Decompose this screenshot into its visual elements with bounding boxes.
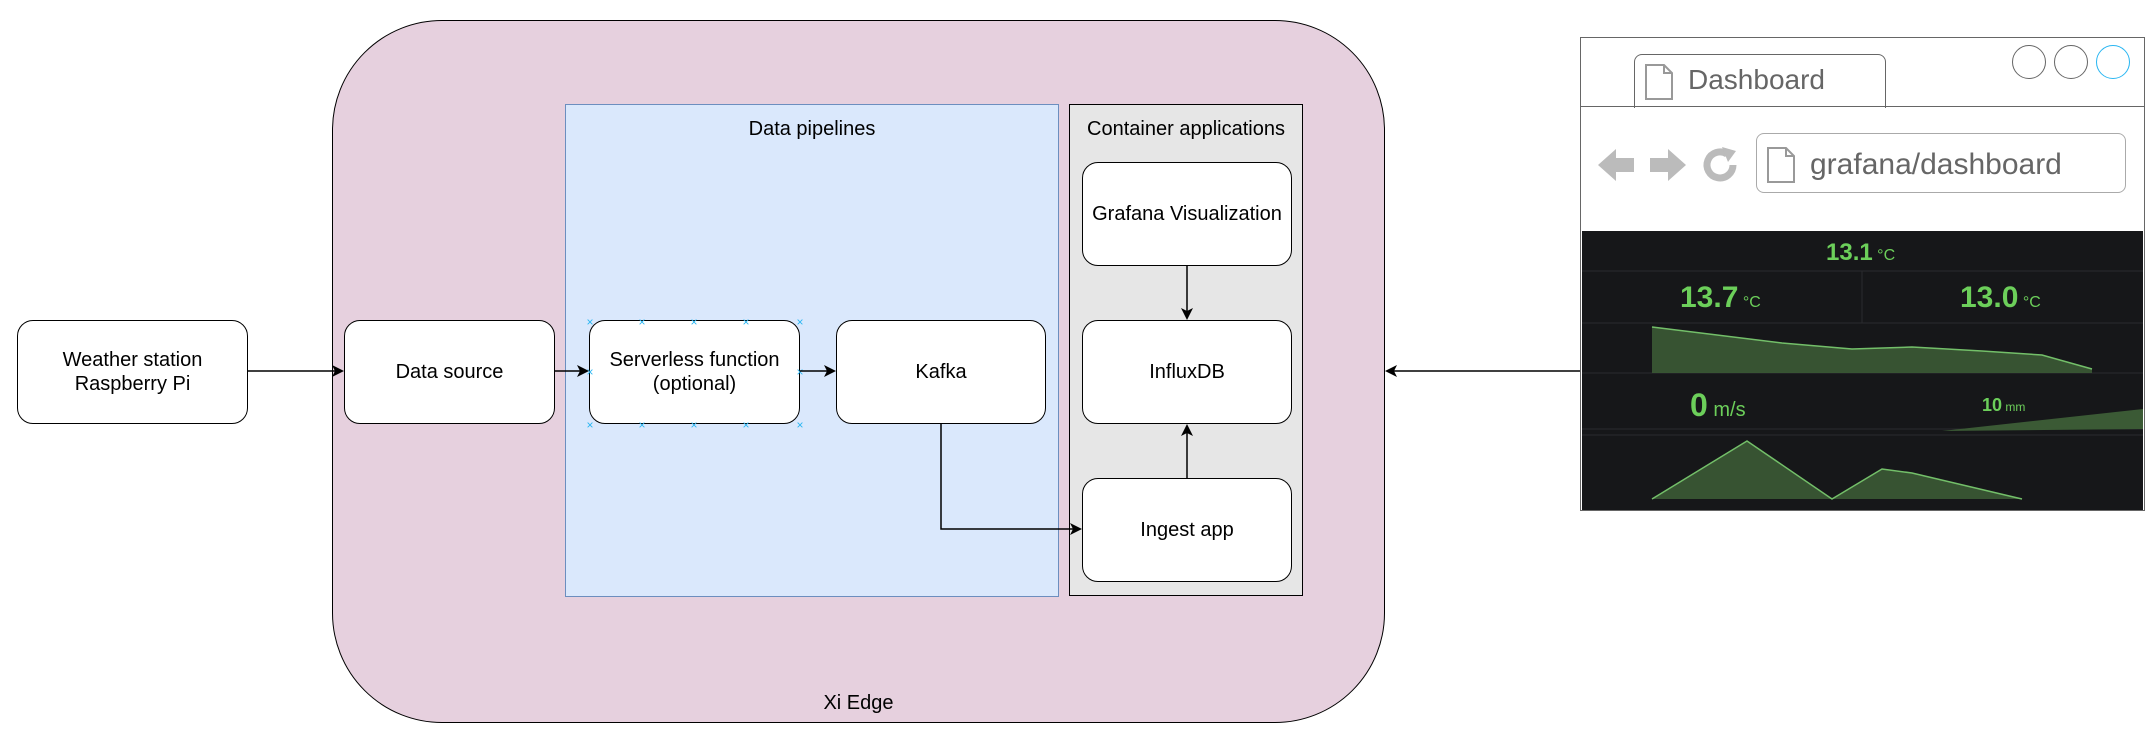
weather-station-node[interactable]: Weather station Raspberry Pi (17, 320, 248, 424)
kafka-label: Kafka (915, 361, 967, 383)
selection-handle[interactable]: × (586, 365, 594, 379)
page-icon (1767, 147, 1795, 183)
window-close-button[interactable] (2012, 45, 2046, 79)
selection-handle[interactable]: × (690, 315, 698, 329)
data-source-label: Data source (395, 361, 504, 383)
back-arrow-icon[interactable] (1596, 145, 1636, 185)
address-bar-url: grafana/dashboard (1810, 148, 2062, 181)
reload-icon[interactable] (1700, 145, 1740, 185)
browser-tab[interactable] (1634, 54, 1886, 108)
selection-handle[interactable]: × (796, 365, 804, 379)
address-bar[interactable] (1756, 133, 2126, 193)
selection-handle[interactable]: × (690, 418, 698, 432)
influxdb-label: InfluxDB (1149, 361, 1225, 383)
tab-title: Dashboard (1688, 64, 1825, 95)
stat-wind: 0 m/s (1690, 387, 1746, 423)
tab-divider (1580, 106, 2145, 107)
ingest-app-node[interactable]: Ingest app (1082, 478, 1292, 582)
selection-handle[interactable]: × (796, 418, 804, 432)
stat-top: 13.1 °C (1826, 239, 1896, 266)
ingest-app-label: Ingest app (1140, 519, 1234, 541)
data-source-node[interactable]: Data source (344, 320, 555, 424)
temperature-area-chart (1652, 327, 2092, 373)
rain-area-chart (1942, 409, 2143, 431)
container-applications-label: Container applications (1087, 118, 1285, 140)
grafana-visualization-label: Grafana Visualization (1092, 203, 1282, 225)
grafana-visualization-node[interactable]: Grafana Visualization (1082, 162, 1292, 266)
forward-arrow-icon[interactable] (1648, 145, 1688, 185)
selection-handle[interactable]: × (586, 418, 594, 432)
weather-station-label: Weather station Raspberry Pi (62, 349, 203, 395)
selection-handle[interactable]: × (796, 315, 804, 329)
selection-handle[interactable]: × (638, 418, 646, 432)
stat-left: 13.7 °C (1680, 281, 1761, 314)
data-pipelines-label: Data pipelines (748, 118, 876, 140)
selection-handle[interactable]: × (742, 315, 750, 329)
stat-rain: 10 mm (1982, 395, 2026, 415)
selection-handle[interactable]: × (742, 418, 750, 432)
dashboard-graphics (1582, 270, 2143, 500)
selection-handle[interactable]: × (586, 315, 594, 329)
influxdb-node[interactable]: InfluxDB (1082, 320, 1292, 424)
window-minimize-button[interactable] (2054, 45, 2088, 79)
stat-right: 13.0 °C (1960, 281, 2041, 314)
wind-area-chart (1652, 441, 2022, 499)
window-maximize-button[interactable] (2096, 45, 2130, 79)
xi-edge-label: Xi Edge (823, 692, 894, 714)
kafka-node[interactable]: Kafka (836, 320, 1046, 424)
grafana-dashboard: 13.1 °C 13.7 °C 13.0 °C 0 m/s 10 mm (1582, 231, 2143, 510)
selection-handle[interactable]: × (638, 315, 646, 329)
page-icon (1645, 64, 1673, 100)
serverless-function-node[interactable]: Serverless function (optional) (589, 320, 800, 424)
serverless-function-label: Serverless function (optional) (609, 349, 780, 395)
arrow-kafka-to-ingest (940, 424, 1082, 535)
